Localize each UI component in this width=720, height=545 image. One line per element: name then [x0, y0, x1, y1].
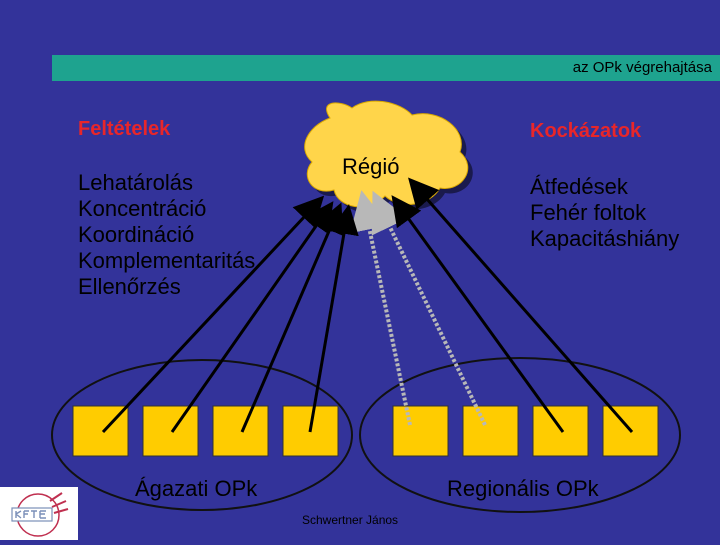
regional-arrow-1 [349, 190, 412, 426]
header-bar: az OPk végrehajtása [52, 55, 720, 81]
regional-ellipse [359, 357, 681, 513]
sectoral-arrow-3 [240, 202, 344, 433]
regional-op-box-1 [392, 405, 449, 457]
regional-arrow-4 [408, 177, 634, 433]
sectoral-arrow-2 [170, 201, 334, 433]
sectoral-op-box-3 [212, 405, 269, 457]
risks-list: Átfedések Fehér foltok Kapacitáshiány [530, 174, 679, 252]
condition-item: Koordináció [78, 222, 195, 247]
kfte-logo [0, 487, 78, 540]
conditions-list: Lehatárolás Koncentráció Koordináció Kom… [78, 170, 255, 300]
sectoral-op-box-2 [142, 405, 199, 457]
regional-arrow-3 [391, 195, 565, 433]
condition-item: Lehatárolás [78, 170, 193, 195]
sectoral-arrow-1 [101, 195, 325, 434]
kfte-logo-icon [11, 492, 69, 537]
risk-item: Kapacitáshiány [530, 226, 680, 251]
condition-item: Koncentráció [78, 196, 207, 221]
header-title: az OPk végrehajtása [572, 59, 712, 76]
regional-op-box-2 [462, 405, 519, 457]
conditions-heading: Feltételek [78, 118, 171, 140]
regional-arrow-2 [371, 190, 487, 426]
footer-author: Schwertner János [302, 513, 399, 527]
sectoral-ellipse [51, 359, 353, 511]
condition-item: Komplementaritás [78, 248, 256, 273]
risk-item: Fehér foltok [530, 200, 647, 225]
risks-heading: Kockázatok [530, 120, 642, 142]
risk-item: Átfedések [530, 174, 628, 199]
condition-item: Ellenőrzés [78, 274, 181, 299]
sectoral-ops-label: Ágazati OPk [135, 476, 258, 501]
sectoral-arrow-4 [308, 204, 359, 433]
regional-ops-label: Regionális OPk [447, 476, 599, 501]
region-label: Régió [342, 154, 400, 179]
